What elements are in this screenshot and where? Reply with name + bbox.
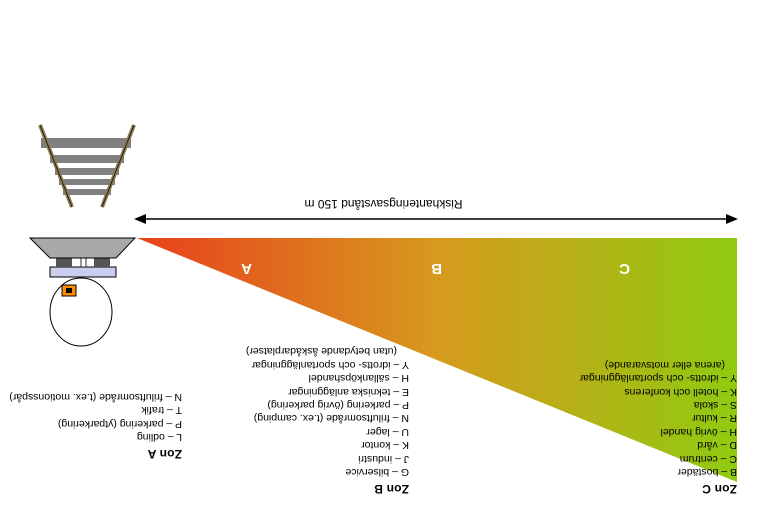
zone-c-item: C – centrum — [679, 452, 737, 465]
zone-a-item: P – parkering (ytparkering) — [57, 417, 182, 430]
zone-c-item: R – kultur — [692, 412, 737, 425]
zone-b-item: N – friluftsområde (t.ex. camping) — [253, 412, 409, 425]
zone-b-legend: Zon B G – bilservice J – industri K – ko… — [246, 344, 409, 496]
zone-c-heading: Zon C — [702, 482, 737, 496]
zone-a-item: T – trafik — [141, 404, 182, 417]
zone-a-heading: Zon A — [147, 447, 182, 461]
zone-c-item: B – bostäder — [677, 466, 737, 478]
zone-b-item-note: (utan betydande åskådarplatser) — [245, 345, 397, 358]
zone-c-item: Y – idrotts- och sportanläggningar — [579, 372, 737, 385]
zone-b-letter: B — [431, 260, 442, 277]
zone-b-item: K – kontor — [361, 439, 409, 452]
zone-c-item-note: (arena eller motsvarande) — [604, 358, 725, 371]
zone-b-item: G – bilservice — [345, 466, 409, 478]
zone-a-legend: Zon A L – odling P – parkering (ytparker… — [9, 389, 182, 461]
zone-b-item: Y – idrotts- och sportanläggningar — [251, 358, 409, 371]
zone-b-item: U – lager — [366, 425, 409, 438]
zone-c-item: S – skola — [693, 398, 737, 411]
zone-a-item: N – friluftsområde (t.ex. motionsspår) — [9, 390, 182, 403]
zone-b-item: P – parkering (övrig parkering) — [267, 398, 409, 411]
distance-label: Riskhanteringsavstånd 150 m — [304, 197, 463, 211]
zone-b-item: J – industri — [358, 452, 409, 465]
railway-track-icon — [38, 124, 136, 208]
train-icon — [28, 237, 137, 347]
zone-c-item: K – hotell och konferens — [624, 385, 737, 398]
zone-c-item: D – vård — [697, 439, 737, 452]
zone-a-item: L – odling — [136, 431, 182, 443]
zone-c-legend: Zon C B – bostäder C – centrum D – vård … — [580, 357, 737, 496]
zone-b-heading: Zon B — [374, 482, 409, 496]
risk-gradient-wedge — [137, 238, 737, 482]
zone-a-letter: A — [241, 260, 252, 277]
zone-b-item: E – tekniska anläggningar — [288, 385, 409, 398]
zone-c-letter: C — [619, 260, 630, 277]
distance-arrow — [134, 214, 738, 224]
zone-c-item: H – övrig handel — [660, 425, 737, 438]
zone-b-item: H – sällanköpshandel — [308, 372, 409, 385]
